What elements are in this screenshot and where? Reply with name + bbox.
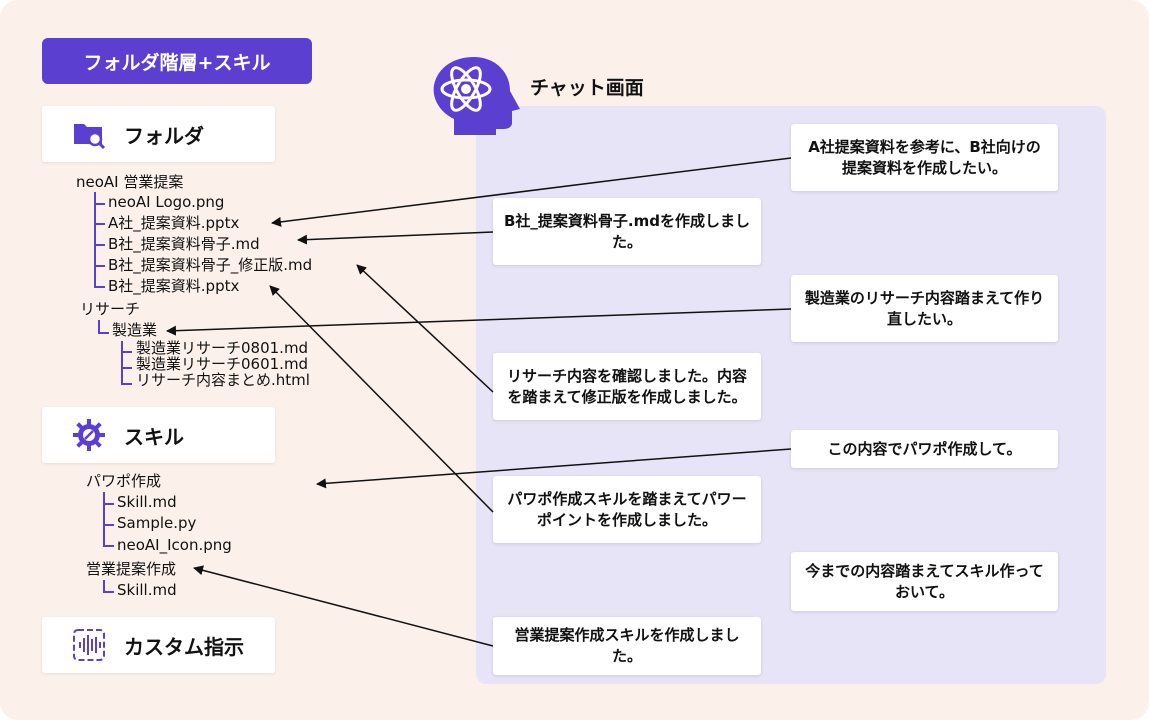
gear-icon xyxy=(73,419,105,451)
tree-file: Skill.md xyxy=(117,493,177,511)
user-message: 製造業のリサーチ内容踏まえて作り直したい。 xyxy=(791,275,1058,342)
user-message: 今までの内容踏まえてスキル作っておいて。 xyxy=(791,552,1058,611)
arrow-pptx xyxy=(269,285,494,513)
tree-file: A社_提案資料.pptx xyxy=(108,214,240,232)
chat-title: チャット画面 xyxy=(530,77,644,99)
folder-card: フォルダ xyxy=(42,106,275,162)
custom-instructions-card: カスタム指示 xyxy=(42,617,275,673)
tree-file: リサーチ内容まとめ.html xyxy=(136,371,310,389)
tree-file: B社_提案資料骨子.md xyxy=(108,235,260,253)
user-message: A社提案資料を参考に、B社向けの提案資料を作成したい。 xyxy=(791,124,1058,191)
title-badge: フォルダ階層+スキル xyxy=(42,38,312,84)
ai-head-icon xyxy=(433,57,520,135)
user-message: この内容でパワポ作成して。 xyxy=(791,430,1058,468)
skill-label: スキル xyxy=(124,424,184,449)
tree-folder-neoai: neoAI 営業提案 xyxy=(76,173,184,191)
folder-label: フォルダ xyxy=(124,123,204,148)
tree-file: neoAI Logo.png xyxy=(108,193,225,211)
arrow-research xyxy=(166,308,792,336)
arrow-ref-a xyxy=(271,157,792,227)
tree-file: B社_提案資料.pptx xyxy=(108,277,240,295)
tree-file: B社_提案資料骨子_修正版.md xyxy=(108,256,313,274)
arrow-ppt-skill xyxy=(316,448,792,489)
tree-skill-proposal: 営業提案作成 xyxy=(86,560,177,578)
tree-folder-manufacturing: 製造業 xyxy=(112,321,158,339)
tree-skill-ppt: パワポ作成 xyxy=(86,472,162,490)
tree-file: 製造業リサーチ0801.md xyxy=(136,339,309,357)
ai-message: 営業提案作成スキルを作成しました。 xyxy=(493,617,761,675)
arrow-create-outline xyxy=(297,231,494,245)
folder-search-icon xyxy=(74,124,106,150)
arrow-revised xyxy=(356,264,494,393)
ai-message: B社_提案資料骨子.mdを作成しました。 xyxy=(493,198,761,265)
ai-message: パワポ作成スキルを踏まえてパワーポイントを作成しました。 xyxy=(493,476,761,543)
tree-file: 製造業リサーチ0601.md xyxy=(136,355,309,373)
tree-file: Sample.py xyxy=(117,514,197,532)
arrow-proposal-skill xyxy=(193,565,494,647)
waveform-icon xyxy=(73,629,105,661)
tree-file: Skill.md xyxy=(117,581,177,599)
tree-folder-research: リサーチ xyxy=(80,300,141,318)
tree-file: neoAI_Icon.png xyxy=(117,536,232,554)
ai-message: リサーチ内容を確認しました。内容を踏まえて修正版を作成しました。 xyxy=(493,353,761,420)
custom-label: カスタム指示 xyxy=(124,634,244,659)
skill-card: スキル xyxy=(42,407,275,463)
